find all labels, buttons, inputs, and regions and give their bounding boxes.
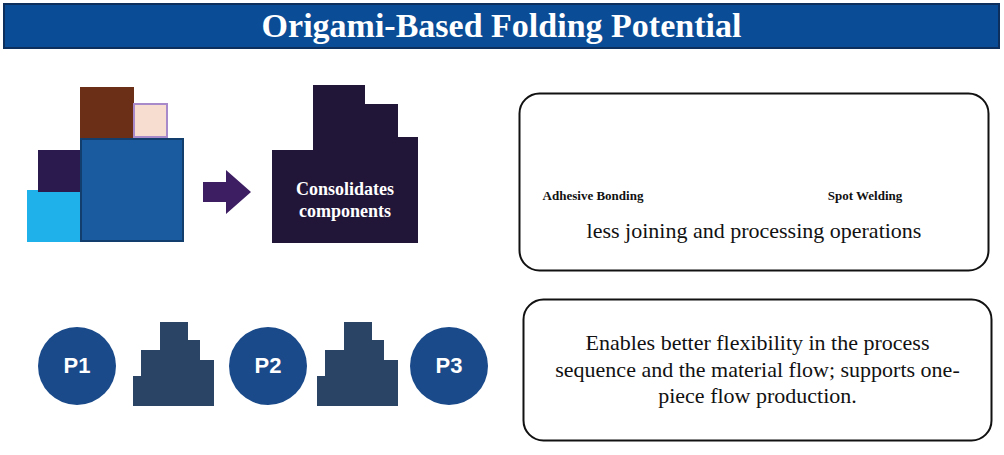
- node-text: P3: [409, 353, 489, 379]
- title-band: Origami-Based Folding Potential: [3, 3, 1000, 49]
- process-circle-fill: [410, 327, 488, 405]
- part-shape: [317, 322, 398, 406]
- title: Origami-Based Folding Potential: [262, 7, 742, 45]
- node-text: Consolidates components: [272, 179, 418, 222]
- component-block: [134, 104, 167, 137]
- process-circle-fill: [229, 327, 307, 405]
- rounded-panel-fill: [520, 94, 989, 271]
- node-text: P1: [37, 353, 117, 379]
- process-circle-fill: [38, 327, 116, 405]
- process-circle: P2: [228, 326, 308, 406]
- rounded-panel: Enables better flexibility in the proces…: [522, 298, 993, 442]
- process-circle: P3: [409, 326, 489, 406]
- process-circle: P1: [37, 326, 117, 406]
- node-text: less joining and processing operations: [524, 218, 984, 244]
- rounded-panel: Adhesive Bonding Spot Welding less joining…: [518, 92, 990, 272]
- component-block: [27, 190, 82, 242]
- node-text: Adhesive Bonding: [534, 188, 652, 204]
- component-block: [81, 139, 183, 241]
- node-text: Spot Welding: [810, 188, 920, 204]
- stepped-part: Consolidates components: [272, 85, 418, 243]
- block-arrow: [203, 170, 251, 214]
- part-shape: [133, 322, 214, 406]
- node-text: P2: [228, 353, 308, 379]
- component-block: [38, 150, 82, 192]
- node-text: Enables better flexibility in the proces…: [552, 330, 963, 409]
- component-block: [80, 87, 134, 140]
- rounded-panel-outline: [518, 92, 990, 272]
- stepped-part-fill: [272, 85, 418, 243]
- rounded-panel-fill: [524, 300, 992, 441]
